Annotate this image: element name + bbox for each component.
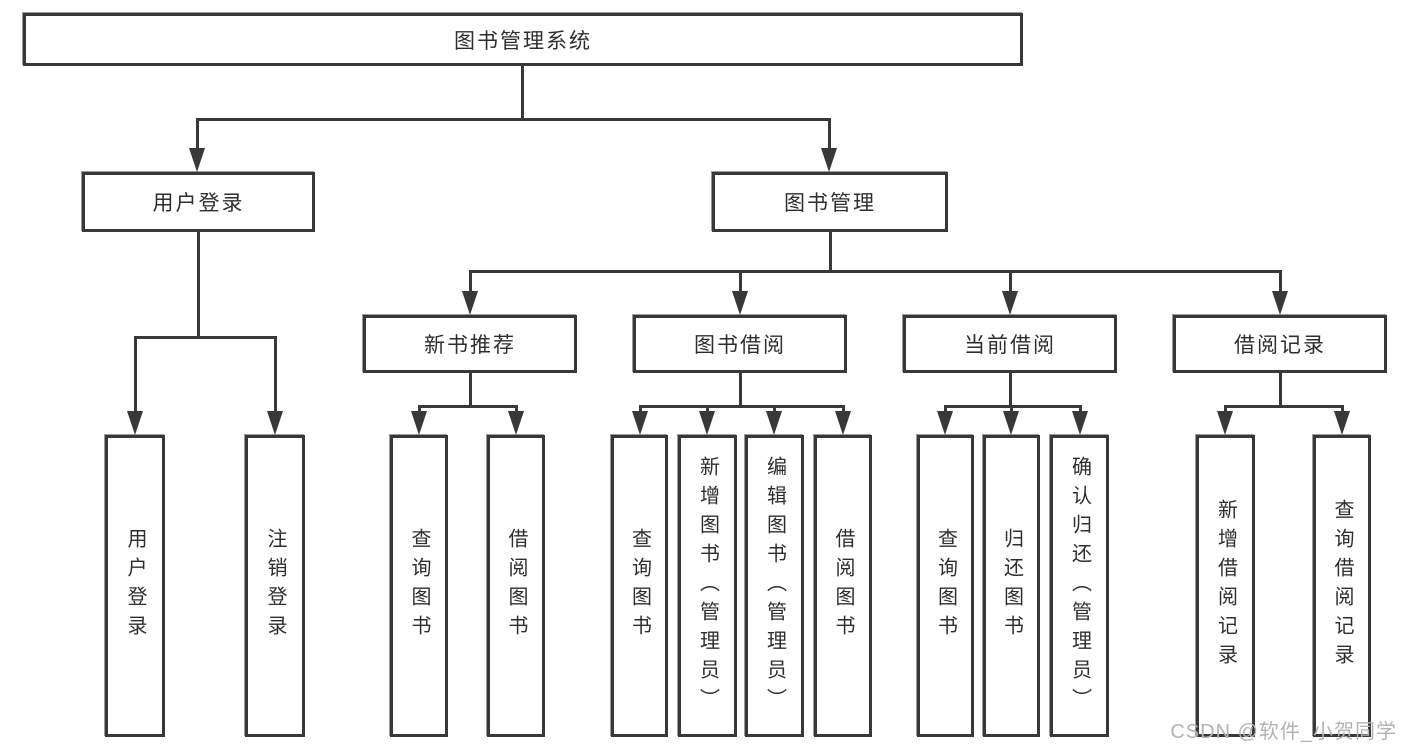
leaf-query-books-recommend: 查询图书 bbox=[390, 435, 448, 737]
leaf-label: 归还图书 bbox=[1000, 528, 1023, 644]
arrow-down-icon bbox=[937, 411, 953, 435]
leaf-user-login: 用户登录 bbox=[105, 435, 165, 737]
connector-to-book-borrowing bbox=[739, 270, 742, 295]
leaf-borrow-books: 借阅图书 bbox=[814, 435, 872, 737]
arrow-down-icon bbox=[835, 411, 851, 435]
leaf-label: 用户登录 bbox=[124, 528, 146, 644]
leaf-label: 确认归还（管理员） bbox=[1068, 455, 1091, 717]
leaf-confirm-return-admin: 确认归还（管理员） bbox=[1050, 435, 1109, 737]
arrow-down-icon bbox=[699, 411, 715, 435]
connector-to-leaf bbox=[1341, 405, 1344, 415]
connector-to-leaf bbox=[274, 336, 277, 414]
connector-stub bbox=[469, 373, 472, 408]
arrow-down-icon bbox=[1272, 291, 1288, 315]
connector-to-leaf bbox=[134, 336, 137, 414]
arrow-down-icon bbox=[821, 148, 837, 172]
leaf-label: 编辑图书（管理员） bbox=[763, 455, 786, 717]
node-current-borrowing: 当前借阅 bbox=[903, 315, 1117, 373]
leaf-query-borrow-record: 查询借阅记录 bbox=[1313, 435, 1371, 737]
leaf-add-books-admin: 新增图书（管理员） bbox=[678, 435, 737, 737]
arrow-down-icon bbox=[766, 411, 782, 435]
arrow-down-icon bbox=[462, 291, 478, 315]
node-borrowing-records-label: 借阅记录 bbox=[1234, 334, 1326, 357]
arrow-down-icon bbox=[1217, 411, 1233, 435]
connector-rail bbox=[1224, 405, 1344, 408]
connector-root-rail bbox=[196, 118, 831, 121]
connector-rail bbox=[418, 405, 518, 408]
node-new-book-recommend: 新书推荐 bbox=[363, 315, 577, 373]
connector-to-current-borrowing bbox=[1009, 270, 1012, 295]
leaf-label: 查询借阅记录 bbox=[1331, 499, 1353, 673]
node-book-borrowing-label: 图书借阅 bbox=[694, 334, 786, 357]
leaf-query-books-borrowing: 查询图书 bbox=[611, 435, 668, 737]
node-book-borrowing: 图书借阅 bbox=[633, 315, 847, 373]
node-root-label: 图书管理系统 bbox=[454, 29, 592, 53]
connector-to-leaf bbox=[1224, 405, 1227, 415]
arrow-down-icon bbox=[1002, 291, 1018, 315]
leaf-label: 借阅图书 bbox=[505, 528, 527, 644]
arrow-down-icon bbox=[127, 411, 143, 435]
connector-stub bbox=[1009, 373, 1012, 408]
leaf-edit-books-admin: 编辑图书（管理员） bbox=[745, 435, 804, 737]
connector-rail bbox=[944, 405, 1082, 408]
connector-root-stub bbox=[521, 66, 524, 118]
node-root: 图书管理系统 bbox=[23, 13, 1023, 66]
connector-to-leaf bbox=[842, 405, 845, 415]
leaf-query-books-current: 查询图书 bbox=[917, 435, 974, 737]
connector-user-login-stub bbox=[197, 232, 200, 339]
arrow-down-icon bbox=[189, 148, 205, 172]
node-user-login: 用户登录 bbox=[82, 172, 315, 232]
csdn-watermark: CSDN @软件_小贺同学 bbox=[1170, 721, 1397, 743]
connector-to-borrowing-records bbox=[1279, 270, 1282, 295]
connector-to-leaf bbox=[1010, 405, 1013, 415]
connector-user-login-rail bbox=[134, 336, 277, 339]
connector-stub bbox=[1279, 373, 1282, 408]
leaf-logout: 注销登录 bbox=[245, 435, 305, 737]
arrow-down-icon bbox=[411, 411, 427, 435]
leaf-return-books: 归还图书 bbox=[983, 435, 1040, 737]
connector-book-management-rail bbox=[469, 270, 1282, 273]
connector-to-leaf bbox=[639, 405, 642, 415]
node-book-management: 图书管理 bbox=[712, 172, 948, 232]
connector-stub bbox=[739, 373, 742, 408]
arrow-down-icon bbox=[732, 291, 748, 315]
leaf-label: 查询图书 bbox=[408, 528, 430, 644]
leaf-label: 查询图书 bbox=[934, 528, 957, 644]
leaf-label: 新增图书（管理员） bbox=[696, 455, 719, 717]
leaf-label: 借阅图书 bbox=[832, 528, 854, 644]
connector-to-leaf bbox=[1079, 405, 1082, 415]
arrow-down-icon bbox=[1334, 411, 1350, 435]
connector-to-leaf bbox=[418, 405, 421, 415]
node-borrowing-records: 借阅记录 bbox=[1173, 315, 1387, 373]
connector-to-leaf bbox=[515, 405, 518, 415]
node-user-login-label: 用户登录 bbox=[152, 192, 245, 215]
leaf-borrow-books-recommend: 借阅图书 bbox=[487, 435, 545, 737]
leaf-label: 新增借阅记录 bbox=[1214, 499, 1237, 673]
leaf-label: 查询图书 bbox=[628, 528, 651, 644]
connector-to-leaf bbox=[944, 405, 947, 415]
leaf-label: 注销登录 bbox=[264, 528, 286, 644]
node-book-management-label: 图书管理 bbox=[784, 192, 876, 215]
connector-to-leaf bbox=[773, 405, 776, 415]
connector-to-user-login bbox=[196, 118, 199, 152]
arrow-down-icon bbox=[267, 411, 283, 435]
arrow-down-icon bbox=[632, 411, 648, 435]
connector-rail bbox=[639, 405, 845, 408]
arrow-down-icon bbox=[1003, 411, 1019, 435]
connector-book-management-stub bbox=[829, 232, 832, 273]
arrow-down-icon bbox=[1072, 411, 1088, 435]
connector-to-leaf bbox=[706, 405, 709, 415]
arrow-down-icon bbox=[508, 411, 524, 435]
node-new-book-recommend-label: 新书推荐 bbox=[424, 334, 516, 357]
leaf-add-borrow-record: 新增借阅记录 bbox=[1196, 435, 1255, 737]
connector-to-book-management bbox=[828, 118, 831, 152]
connector-to-new-book-recommend bbox=[469, 270, 472, 295]
node-current-borrowing-label: 当前借阅 bbox=[964, 334, 1056, 357]
